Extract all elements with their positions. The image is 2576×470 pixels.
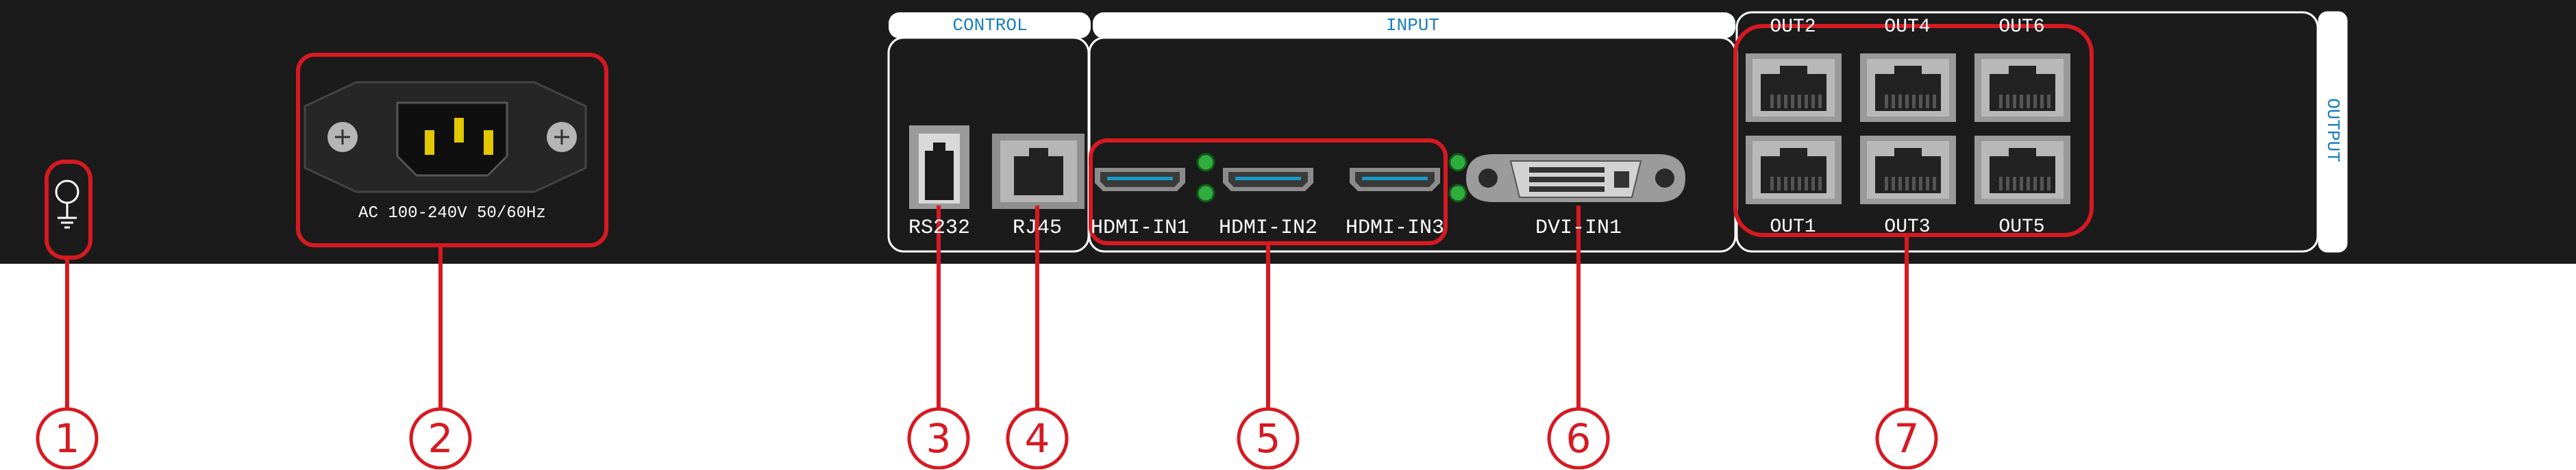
highlight-output [1733, 24, 2094, 237]
status-led-group [1196, 153, 1467, 203]
hdmi-in3-label: HDMI-IN3 [1345, 217, 1445, 240]
out3-label: OUT3 [1884, 217, 1931, 238]
out6-label: OUT6 [1998, 16, 2045, 38]
input-header: INPUT [1385, 15, 1440, 36]
callout-number-4: 4 [1024, 415, 1050, 462]
output-header-tab [2319, 12, 2346, 251]
control-header-tab [889, 12, 1091, 38]
out2-label: OUT2 [1770, 16, 1816, 38]
control-header: CONTROL [952, 15, 1028, 36]
callout-number-3: 3 [926, 415, 952, 462]
out4-label: OUT4 [1884, 16, 1931, 38]
ground-icon [55, 180, 79, 229]
output-header: OUTPUT [2323, 98, 2343, 162]
out5-label: OUT5 [1998, 217, 2045, 238]
callout-number-5: 5 [1255, 415, 1281, 462]
hdmi-port-icon [1095, 168, 1440, 191]
rs232-port-icon [909, 125, 969, 209]
dvi-in1-label: DVI-IN1 [1535, 217, 1622, 240]
callout-number-7: 7 [1894, 415, 1920, 462]
out1-label: OUT1 [1770, 217, 1816, 238]
input-header-tab [1093, 12, 1735, 38]
hdmi-in2-label: HDMI-IN2 [1218, 217, 1318, 240]
callout-number-1: 1 [54, 415, 80, 462]
highlight-power [296, 53, 608, 247]
hdmi-in1-label: HDMI-IN1 [1090, 217, 1190, 240]
dvi-port-icon [1466, 154, 1685, 202]
callout-number-2: 2 [428, 415, 454, 462]
rs232-label: RS232 [908, 217, 971, 240]
power-label: AC 100-240V 50/60Hz [358, 204, 546, 223]
power-socket-icon [304, 81, 587, 193]
rj45-port-icon [992, 134, 1085, 209]
callout-number-6: 6 [1565, 415, 1592, 462]
rj45-label: RJ45 [1012, 217, 1063, 240]
